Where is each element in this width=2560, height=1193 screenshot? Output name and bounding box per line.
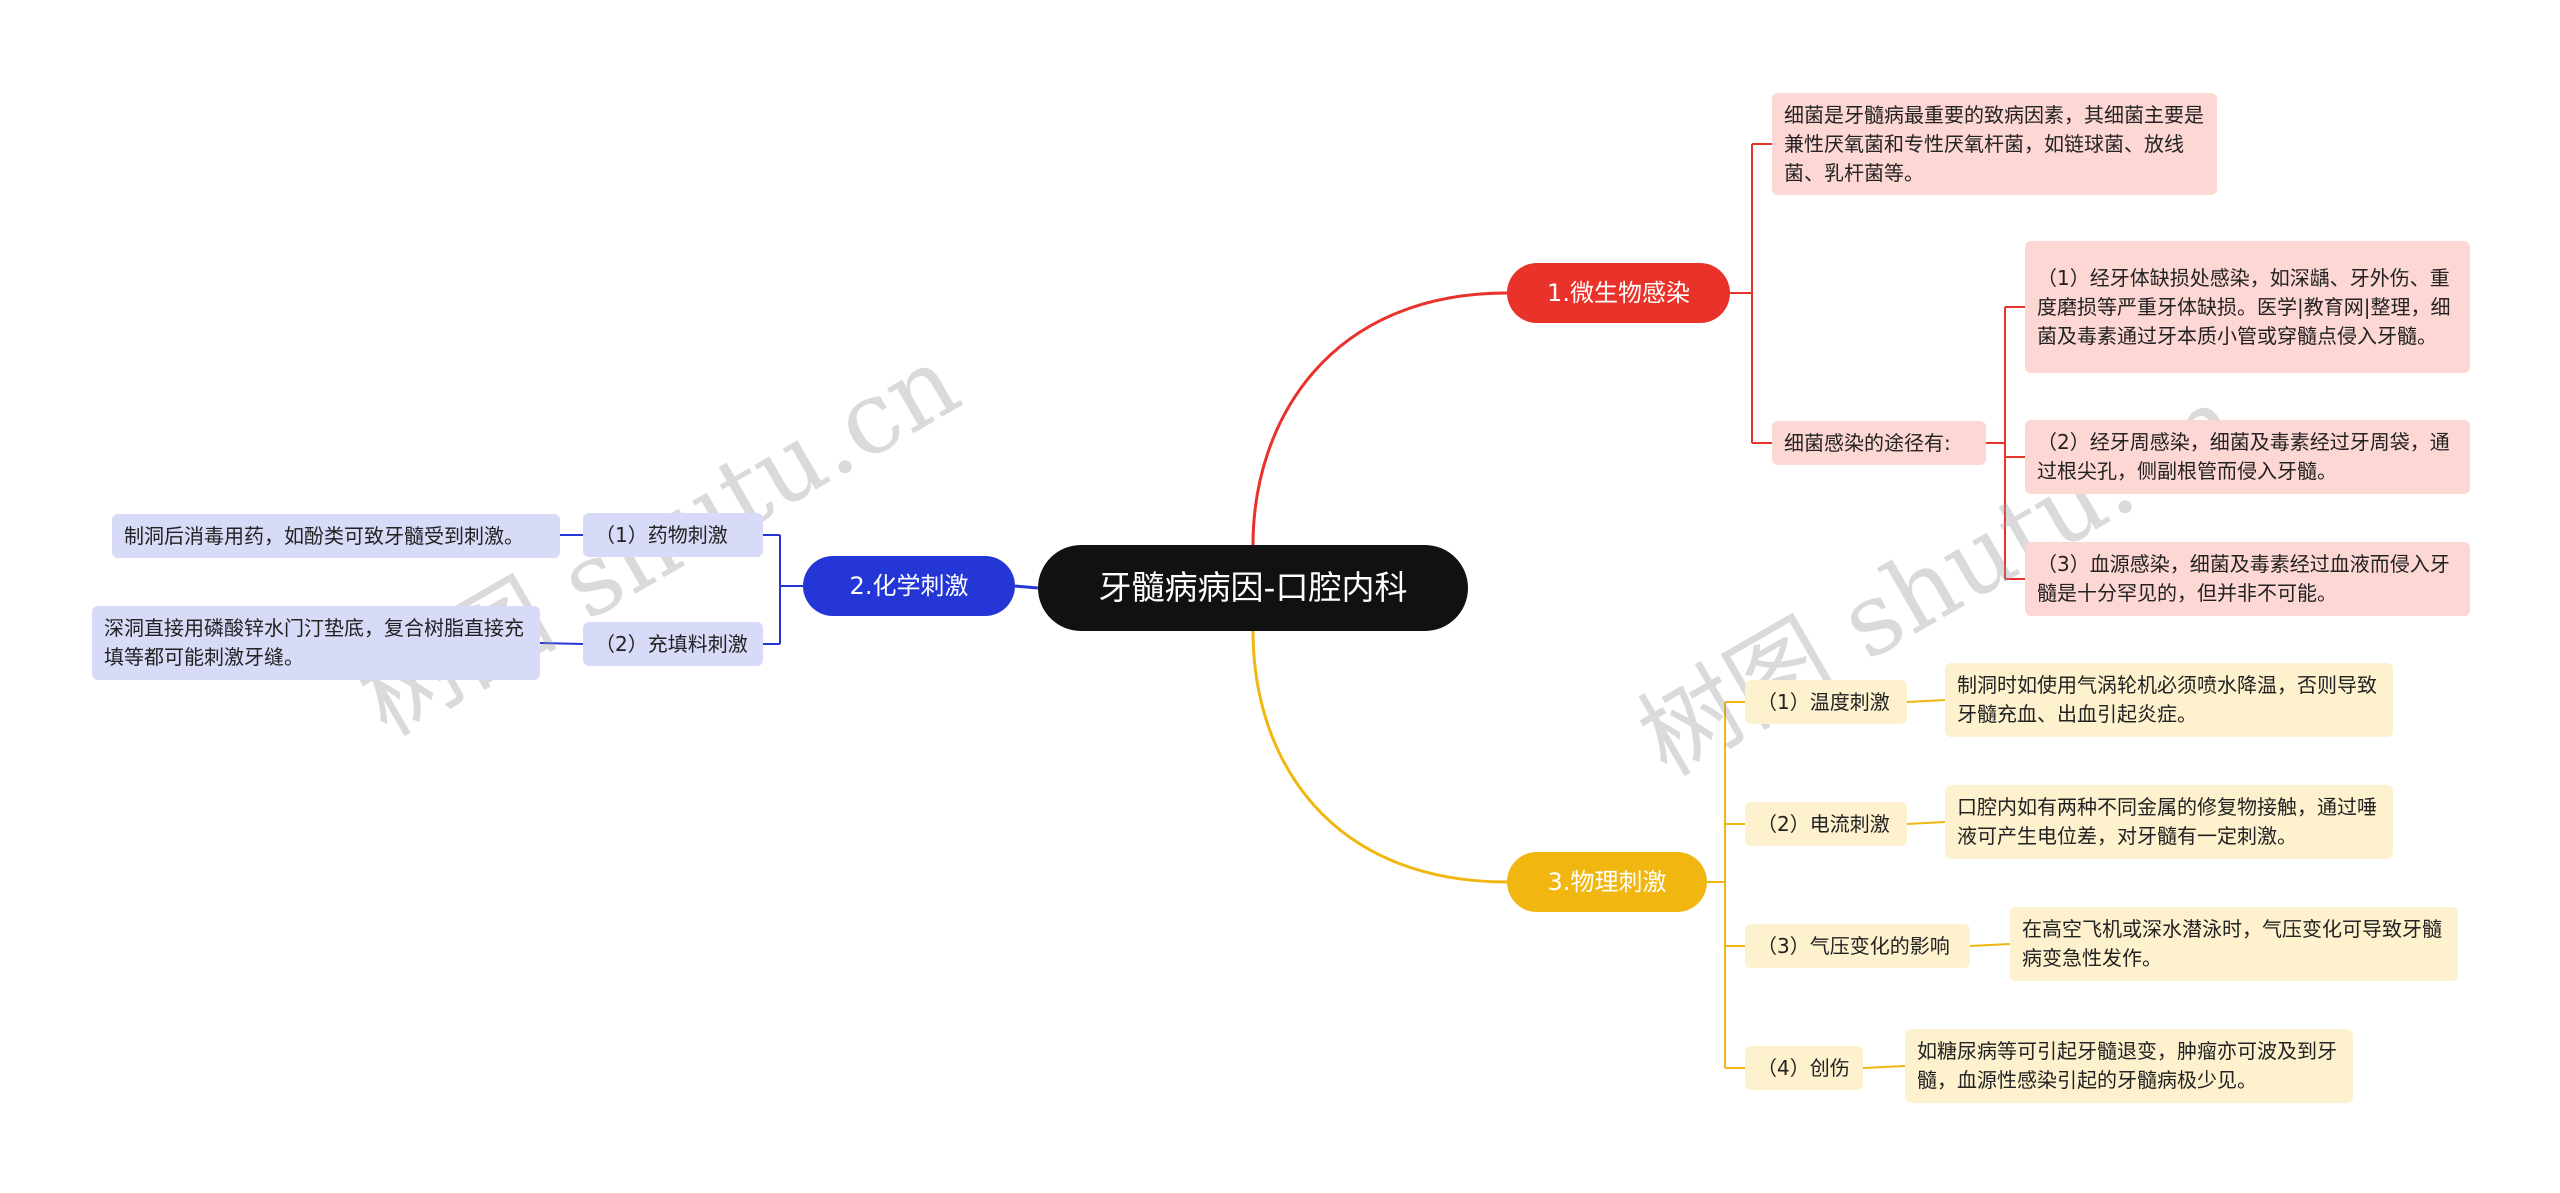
infection-routes-node[interactable]: 细菌感染的途径有: xyxy=(1772,421,1986,465)
connector-line xyxy=(1906,699,1946,703)
physical-detail[interactable]: 如糖尿病等可引起牙髓退变，肿瘤亦可波及到牙髓，血源性感染引起的牙髓病极少见。 xyxy=(1905,1029,2353,1103)
physical-detail[interactable]: 制洞时如使用气涡轮机必须喷水降温，否则导致牙髓充血、出血引起炎症。 xyxy=(1945,663,2393,737)
connector-line xyxy=(1969,943,2011,947)
physical-detail[interactable]: 在高空飞机或深水潜泳时，气压变化可导致牙髓病变急性发作。 xyxy=(2010,907,2458,981)
root-topic[interactable]: 牙髓病病因-口腔内科 xyxy=(1038,545,1468,631)
branch-microbial-infection[interactable]: 1.微生物感染 xyxy=(1507,263,1730,323)
connector-line xyxy=(1906,821,1946,825)
physical-item-temperature[interactable]: （1）温度刺激 xyxy=(1745,680,1907,724)
route-item[interactable]: （1）经牙体缺损处感染，如深龋、牙外伤、重度磨损等严重牙体缺损。医学|教育网|整… xyxy=(2025,241,2470,373)
connector-line xyxy=(1862,1065,1906,1069)
physical-item-pressure[interactable]: （3）气压变化的影响 xyxy=(1745,924,1970,968)
microbial-description[interactable]: 细菌是牙髓病最重要的致病因素，其细菌主要是兼性厌氧菌和专性厌氧杆菌，如链球菌、放… xyxy=(1772,93,2217,195)
chemical-item-filling[interactable]: （2）充填料刺激 xyxy=(583,622,763,666)
physical-detail[interactable]: 口腔内如有两种不同金属的修复物接触，通过唾液可产生电位差，对牙髓有一定刺激。 xyxy=(1945,785,2393,859)
branch-physical-stimulation[interactable]: 3.物理刺激 xyxy=(1507,852,1707,912)
connector-line xyxy=(1014,584,1039,590)
connector-line xyxy=(539,642,584,645)
chemical-detail[interactable]: 深洞直接用磷酸锌水门汀垫底，复合树脂直接充填等都可能刺激牙缝。 xyxy=(92,606,540,680)
chemical-item-drug[interactable]: （1）药物刺激 xyxy=(583,513,763,557)
connector-line xyxy=(1251,291,1508,546)
connector-line xyxy=(1251,630,1508,884)
physical-item-current[interactable]: （2）电流刺激 xyxy=(1745,802,1907,846)
route-item[interactable]: （3）血源感染，细菌及毒素经过血液而侵入牙髓是十分罕见的，但并非不可能。 xyxy=(2025,542,2470,616)
branch-chemical-stimulation[interactable]: 2.化学刺激 xyxy=(803,556,1015,616)
chemical-detail[interactable]: 制洞后消毒用药，如酚类可致牙髓受到刺激。 xyxy=(112,514,560,558)
physical-item-trauma[interactable]: （4）创伤 xyxy=(1745,1046,1863,1090)
route-item[interactable]: （2）经牙周感染，细菌及毒素经过牙周袋，通过根尖孔，侧副根管而侵入牙髓。 xyxy=(2025,420,2470,494)
